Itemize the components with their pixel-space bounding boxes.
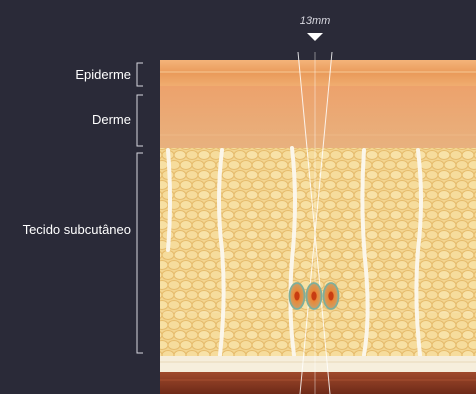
dermis-layer (160, 86, 476, 148)
muscle-layer (160, 372, 476, 394)
focal-point-core (294, 292, 299, 301)
dermis-bracket (137, 95, 143, 146)
focal-points (290, 283, 339, 309)
subcutaneous-label: Tecido subcutâneo (23, 222, 131, 237)
depth-label: 13mm (291, 15, 339, 27)
dermis-label: Derme (92, 112, 131, 127)
epidermis-label: Epiderme (75, 67, 131, 82)
transducer-marker-icon (307, 33, 323, 41)
focal-point-core (311, 292, 316, 301)
subcutaneous-layer (160, 148, 476, 358)
epidermis-layer (160, 60, 476, 86)
focal-point-core (328, 292, 333, 301)
epidermis-bracket (137, 63, 143, 86)
subcutaneous-bracket (137, 153, 143, 353)
fascia-layer (160, 356, 476, 372)
layer-brackets (137, 63, 143, 353)
